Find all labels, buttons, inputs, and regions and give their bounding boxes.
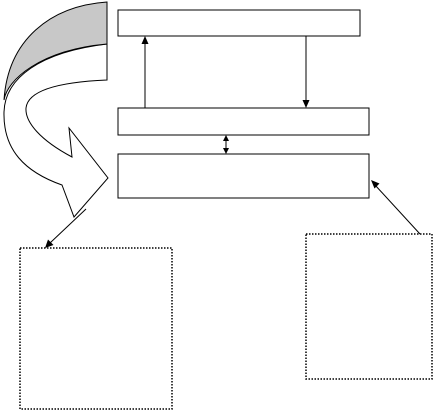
top-box [117,9,361,37]
curved-arrow-shade [3,1,108,101]
curved-arrow-body [3,43,109,218]
arrow-middle-to-top [141,36,149,108]
left-dotted-box [19,247,173,410]
right-dotted-box [305,233,433,380]
middle-box [117,107,370,136]
arrow-top-to-middle [302,36,310,108]
arrow-to-left-dotted-box [45,208,87,248]
curved-block-arrow [3,1,109,218]
double-arrow-middle-lower [223,135,229,154]
arrow-right-dotted-to-lower [371,180,421,235]
lower-box [117,153,370,199]
